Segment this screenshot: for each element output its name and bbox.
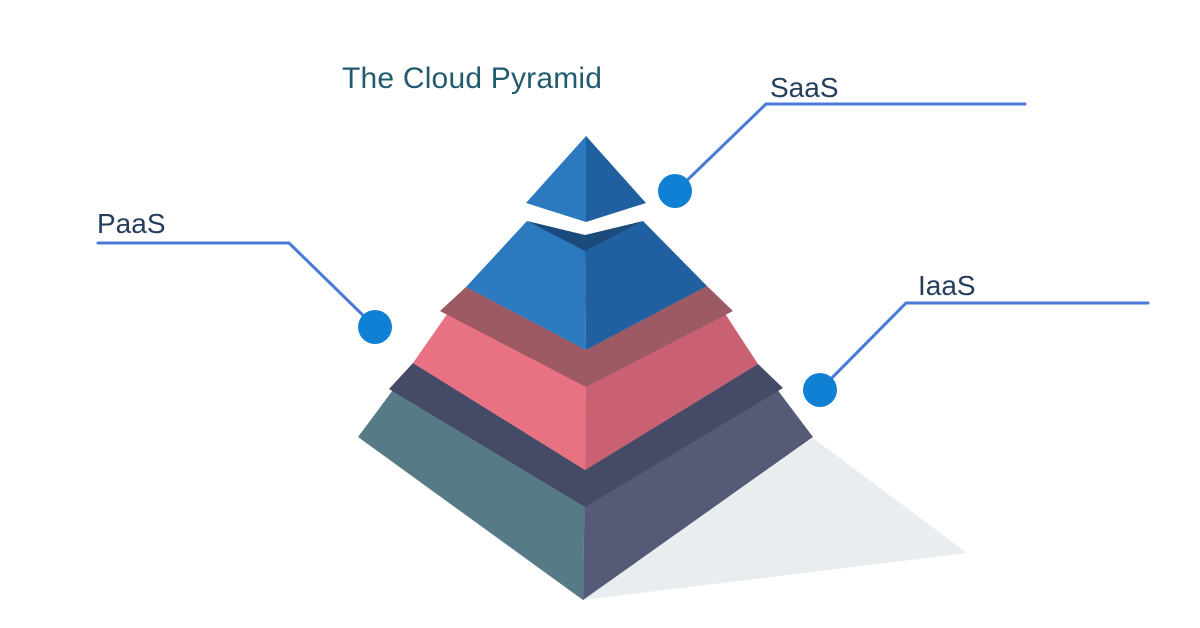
pyramid-tip — [526, 136, 646, 222]
iaas-callout: IaaS — [803, 270, 1150, 407]
paas-connector-line — [96, 241, 376, 328]
pyramid-layer-iaas — [358, 363, 813, 600]
saas-right-face — [585, 221, 707, 350]
iaas-connector-line — [819, 301, 1150, 391]
iaas-dot-marker — [803, 373, 837, 407]
saas-top-shadow-band — [527, 221, 643, 251]
ground-shadow-shape — [583, 438, 967, 600]
saas-connector-line — [674, 102, 1027, 193]
paas-top-shadow-band — [440, 286, 733, 387]
pyramid-layer-paas — [413, 286, 758, 470]
saas-dot-marker — [658, 174, 692, 208]
tip-left-face — [526, 136, 586, 222]
tip-right-face — [586, 136, 646, 222]
pyramid-layer-saas — [466, 221, 707, 350]
iaas-right-face — [583, 364, 813, 600]
paas-callout: PaaS — [96, 208, 392, 344]
paas-dot-marker — [358, 310, 392, 344]
iaas-label: IaaS — [918, 270, 976, 301]
iaas-left-face — [358, 363, 585, 600]
saas-left-face — [466, 221, 586, 350]
paas-label: PaaS — [97, 208, 166, 239]
page-title: The Cloud Pyramid — [342, 62, 602, 95]
saas-callout: SaaS — [658, 72, 1027, 208]
saas-label: SaaS — [770, 72, 839, 103]
iaas-top-shadow-band — [389, 363, 783, 507]
